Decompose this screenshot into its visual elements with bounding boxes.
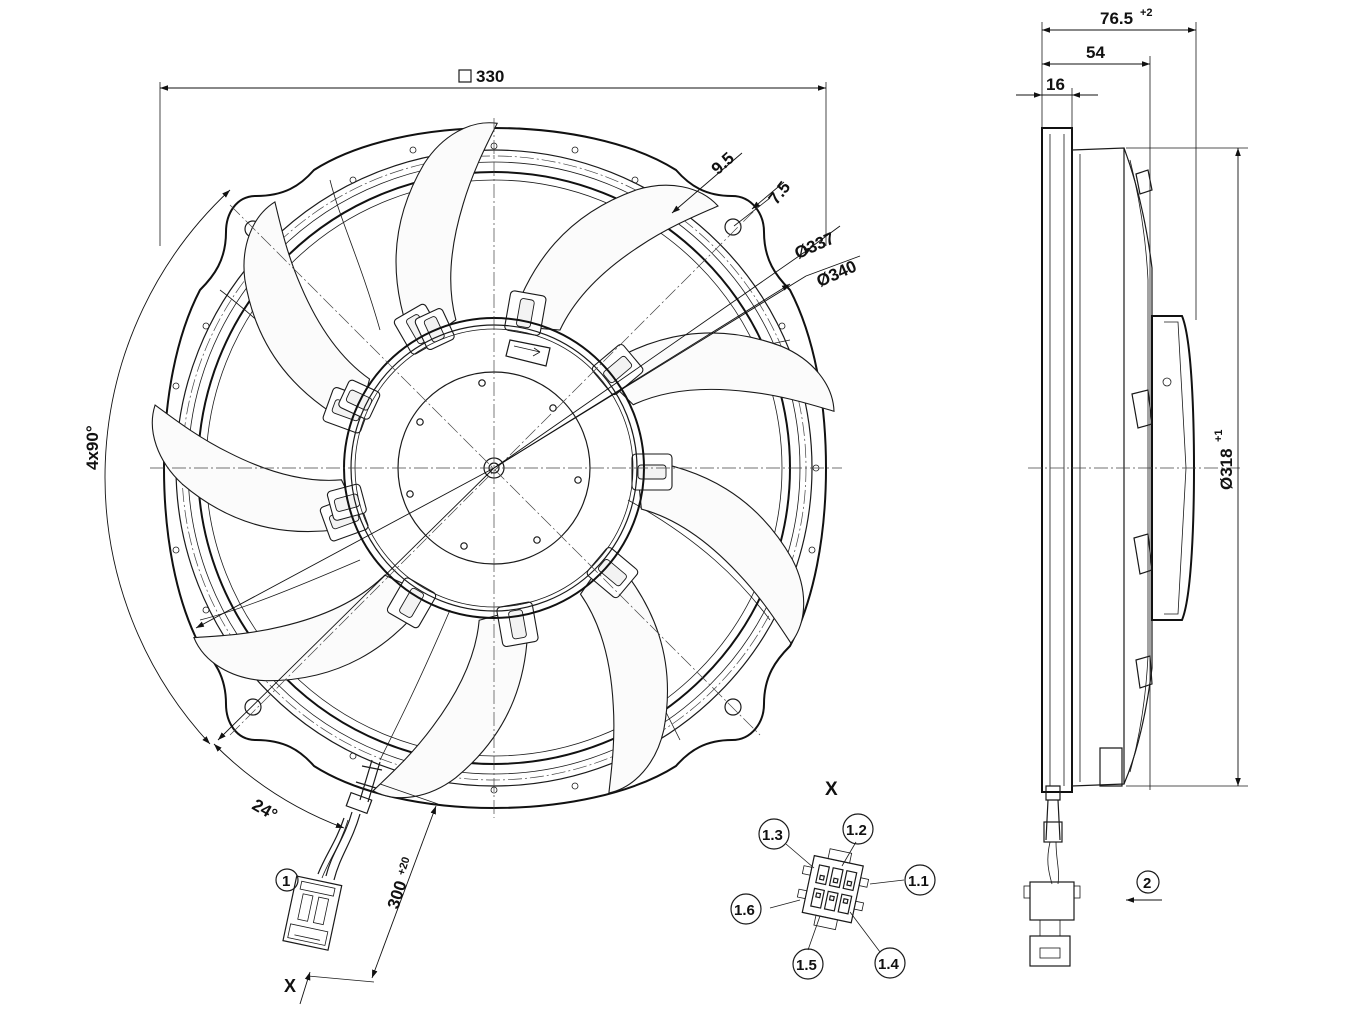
fan-blade: [636, 458, 805, 645]
pin-label-1-6: 1.6: [730, 893, 762, 925]
connector-detail: X: [730, 779, 936, 980]
callout-connector: 1: [282, 873, 290, 890]
svg-text:1.6: 1.6: [734, 902, 755, 919]
fan-blade: [509, 184, 719, 331]
svg-text:1.4: 1.4: [878, 956, 900, 973]
fan-blade: [596, 332, 835, 413]
mounting-hole: [244, 698, 262, 716]
impeller-blades: [151, 122, 835, 799]
fan-blade: [579, 551, 669, 794]
dim-depth-16: 16: [1046, 75, 1065, 94]
square-symbol: [458, 69, 472, 83]
pin-slot: [815, 864, 831, 886]
callout-airflow: 2: [1143, 875, 1151, 892]
pin-label-1-4: 1.4: [874, 947, 906, 979]
mounting-hole: [724, 218, 742, 236]
callout-circle: [1136, 870, 1160, 894]
side-connector-plug: [1023, 881, 1081, 967]
side-view: 76.5 +2 54 16 Ø318 +1 2: [1016, 7, 1248, 967]
dim-depth-total: 76.5: [1100, 9, 1133, 28]
svg-text:1.1: 1.1: [908, 873, 929, 890]
front-view: 330 9.5 7.5 Ø337 Ø340 4x90° 24°: [83, 67, 861, 1005]
dim-cable-tol: +20: [395, 855, 412, 876]
pin-label-1-2: 1.2: [842, 813, 874, 845]
svg-text:1.2: 1.2: [846, 822, 867, 839]
svg-text:1.3: 1.3: [762, 827, 783, 844]
connector-plug: [282, 875, 343, 951]
dim-offset-outer: 9.5: [708, 148, 738, 178]
fan-blade: [372, 606, 529, 799]
view-marker: X: [284, 976, 296, 996]
pin-label-1-5: 1.5: [792, 948, 824, 980]
pin-slot: [837, 893, 853, 915]
dim-diameter-tol: +1: [1213, 429, 1225, 442]
dim-diameter-337: Ø337: [792, 229, 838, 263]
pin-label-1-3: 1.3: [758, 818, 790, 850]
dim-depth-54: 54: [1086, 43, 1105, 62]
dim-diameter-340: Ø340: [814, 257, 860, 291]
dim-offset-inner: 7.5: [765, 178, 795, 208]
cable: [317, 759, 383, 881]
pin-slot: [842, 870, 858, 892]
center-line-diagonal: [229, 204, 761, 736]
flange-plate: [1041, 127, 1073, 793]
detail-title: X: [825, 779, 838, 800]
dim-cable-length: 300: [384, 878, 411, 911]
pin-slot: [823, 890, 839, 912]
fan-blade: [395, 122, 499, 350]
dim-square: 330: [476, 67, 504, 86]
pin-label-1-1: 1.1: [904, 864, 936, 896]
rotation-arrow-icon: [505, 339, 551, 367]
dim-angle: 24°: [249, 795, 281, 824]
dim-diameter: Ø318: [1217, 448, 1236, 490]
dim-depth-total-tol: +2: [1140, 7, 1153, 19]
callout-circle: [275, 868, 299, 892]
hub-screws: [406, 379, 582, 550]
svg-text:1.5: 1.5: [796, 957, 817, 974]
fan-blade: [243, 201, 371, 429]
mounting-hole: [724, 698, 742, 716]
fan-blade: [193, 574, 432, 682]
blade-root-slots: [319, 290, 673, 648]
pin-slot: [810, 887, 826, 909]
pin-slot: [828, 867, 844, 889]
dim-hole-pattern: 4x90°: [83, 425, 102, 470]
